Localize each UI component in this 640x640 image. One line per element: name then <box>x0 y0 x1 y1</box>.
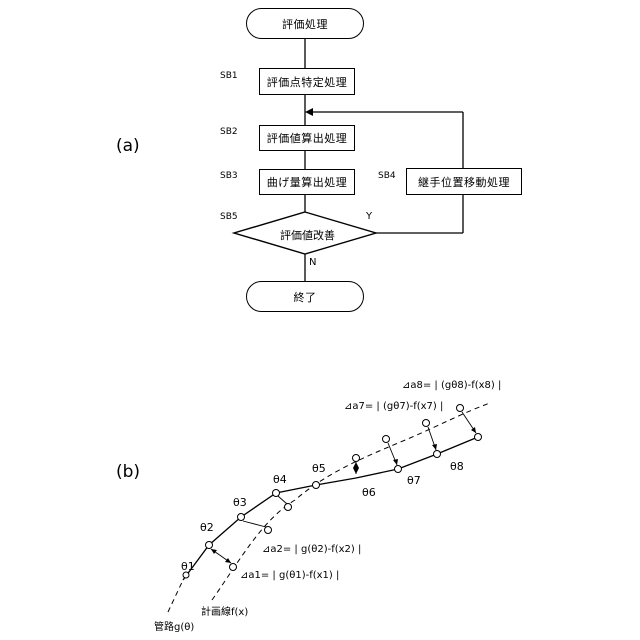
angle-label-theta3: θ3 <box>233 496 247 509</box>
deviation-arrowheads <box>211 427 476 563</box>
deviation-label-a8: ⊿a8= | (gθ8)-f(x8) | <box>402 380 501 391</box>
deviation-label-a2: ⊿a2= | g(θ2)-f(x2) | <box>262 544 361 555</box>
angle-label-theta2: θ2 <box>200 521 214 534</box>
pipe-joints <box>183 434 482 579</box>
angle-label-theta6: θ6 <box>362 486 376 499</box>
deviation-label-a1: ⊿a1= | g(θ1)-f(x1) | <box>240 570 339 581</box>
pipeline-gtheta <box>183 437 478 580</box>
angle-label-theta5: θ5 <box>312 462 326 475</box>
pipe-extension <box>168 580 183 612</box>
angle-label-theta1: θ1 <box>181 560 195 573</box>
pipe-line-label: 管路g(θ) <box>154 618 194 633</box>
deviation-arrows <box>211 412 476 563</box>
plan-line-label: 計画線f(x) <box>201 603 248 618</box>
angle-label-theta4: θ4 <box>273 473 287 486</box>
angle-label-theta7: θ7 <box>407 474 421 487</box>
angle-label-theta8: θ8 <box>450 460 464 473</box>
deviation-label-a7: ⊿a7= | (gθ7)-f(x7) | <box>344 401 443 412</box>
